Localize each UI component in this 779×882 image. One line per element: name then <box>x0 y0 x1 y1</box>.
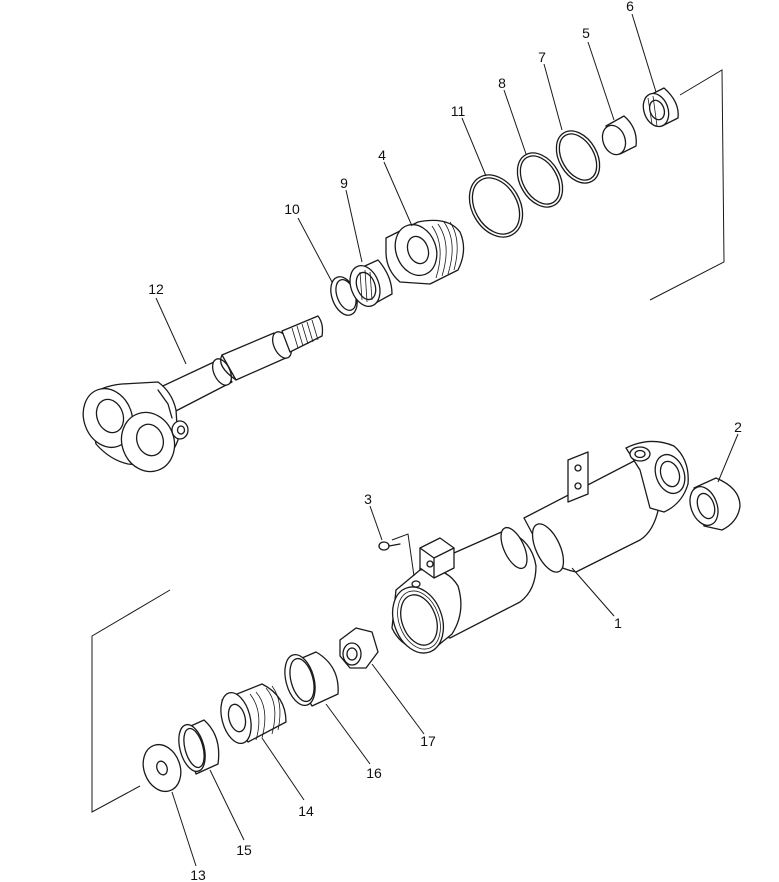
label-part-9: 9 <box>340 175 348 191</box>
assembly-bracket-lower <box>91 589 171 813</box>
label-part-1: 1 <box>614 615 622 631</box>
label-part-16: 16 <box>366 765 382 781</box>
label-part-11: 11 <box>451 103 466 119</box>
o-ring-11 <box>468 174 524 238</box>
label-part-3: 3 <box>364 491 372 507</box>
cylinder-tube <box>391 440 689 654</box>
label-part-7: 7 <box>538 49 546 65</box>
label-part-13: 13 <box>190 867 206 882</box>
grease-fitting <box>378 533 415 577</box>
label-part-17: 17 <box>420 733 436 749</box>
o-ring-7 <box>555 130 601 184</box>
washer-13 <box>142 743 182 793</box>
label-part-10: 10 <box>284 201 300 217</box>
label-part-15: 15 <box>236 842 252 858</box>
label-part-4: 4 <box>378 147 386 163</box>
cylinder-head <box>385 219 465 285</box>
label-part-14: 14 <box>298 803 314 819</box>
dust-seal-6 <box>642 87 679 128</box>
bushing-2 <box>689 477 741 531</box>
leader-lines <box>155 13 739 867</box>
label-part-8: 8 <box>498 75 506 91</box>
backup-ring-8 <box>516 152 564 208</box>
label-part-12: 12 <box>148 281 164 297</box>
bushing-5 <box>601 115 637 156</box>
rod-bushing <box>349 259 393 307</box>
piston-ring-15 <box>178 719 220 775</box>
piston-rod <box>82 315 324 473</box>
piston-nut <box>339 627 379 669</box>
label-part-5: 5 <box>582 25 590 41</box>
assembly-bracket-upper <box>649 69 725 301</box>
label-part-2: 2 <box>734 419 742 435</box>
piston <box>220 683 287 745</box>
wear-ring-16 <box>284 651 339 707</box>
label-part-6: 6 <box>626 0 634 14</box>
part-labels: 2 3 4 5 6 7 8 9 10 11 12 1 17 16 14 15 1… <box>148 0 742 882</box>
